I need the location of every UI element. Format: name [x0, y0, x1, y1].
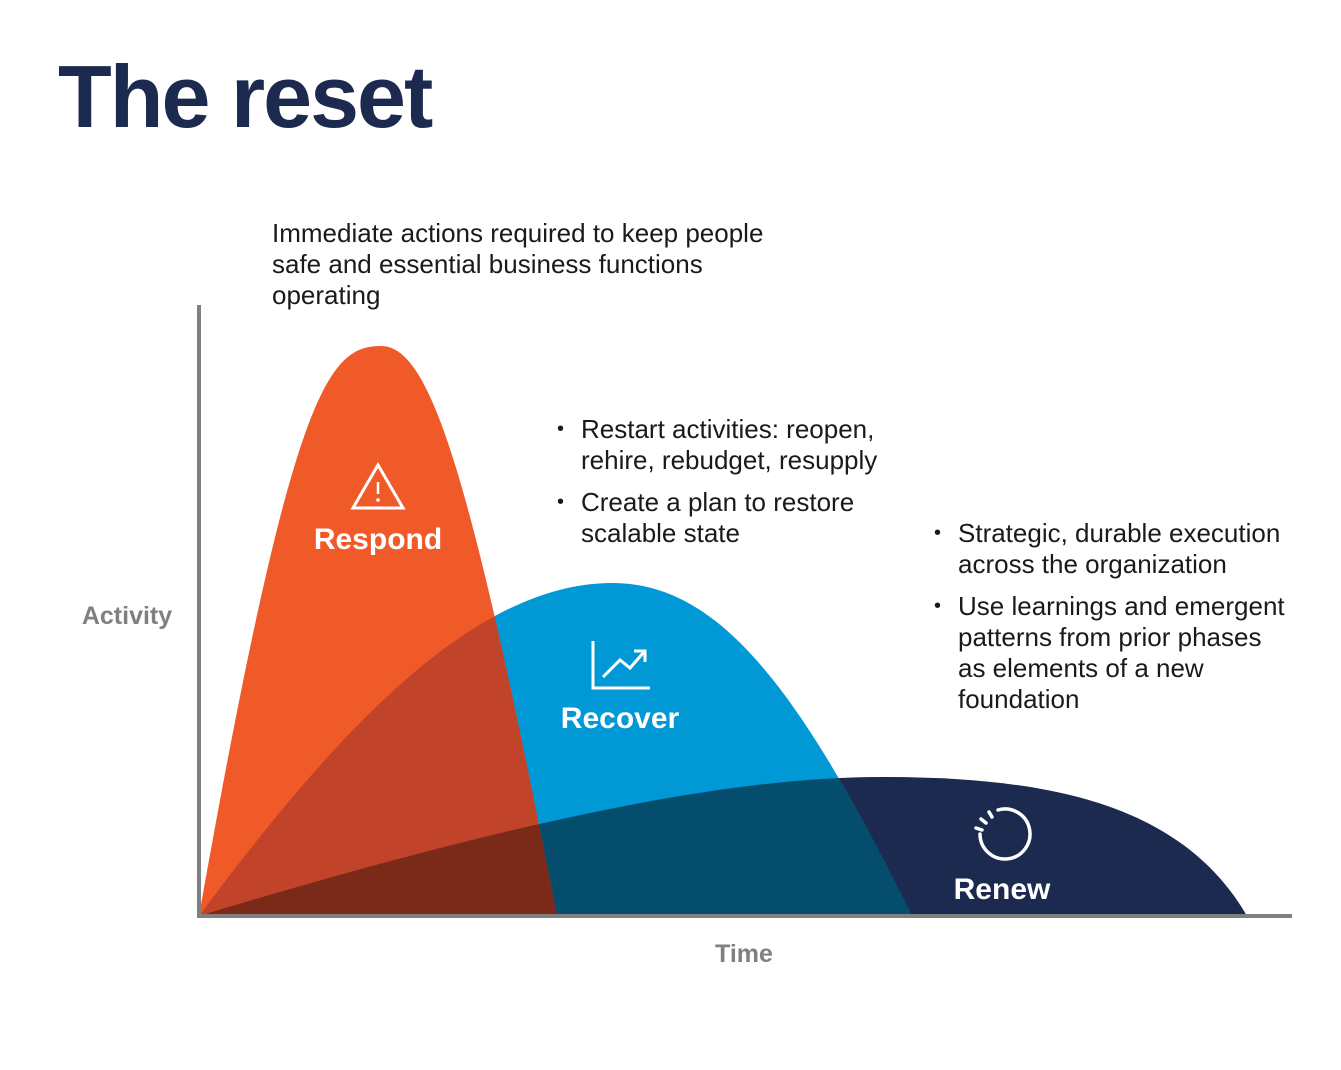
- renew-bullet: Strategic, durable execution across the …: [934, 518, 1294, 580]
- recover-bullet: Restart activities: reopen, rehire, rebu…: [557, 414, 937, 476]
- recover-bullet-list: Restart activities: reopen, rehire, rebu…: [557, 414, 937, 560]
- y-axis-label: Activity: [82, 602, 172, 630]
- renew-label: Renew: [954, 873, 1051, 906]
- recover-label: Recover: [561, 702, 680, 735]
- warning-triangle-icon: [350, 462, 406, 510]
- recover-bullet: Create a plan to restore scalable state: [557, 487, 937, 549]
- x-axis-label: Time: [715, 940, 773, 968]
- renew-bullet: Use learnings and emergent patterns from…: [934, 591, 1294, 715]
- page-title: The reset: [58, 47, 433, 146]
- renew-bullet-list: Strategic, durable execution across the …: [934, 518, 1294, 726]
- trending-chart-icon: [591, 641, 650, 690]
- restart-circle-icon: [974, 807, 1032, 861]
- respond-description: Immediate actions required to keep peopl…: [272, 218, 764, 310]
- respond-label: Respond: [314, 523, 442, 556]
